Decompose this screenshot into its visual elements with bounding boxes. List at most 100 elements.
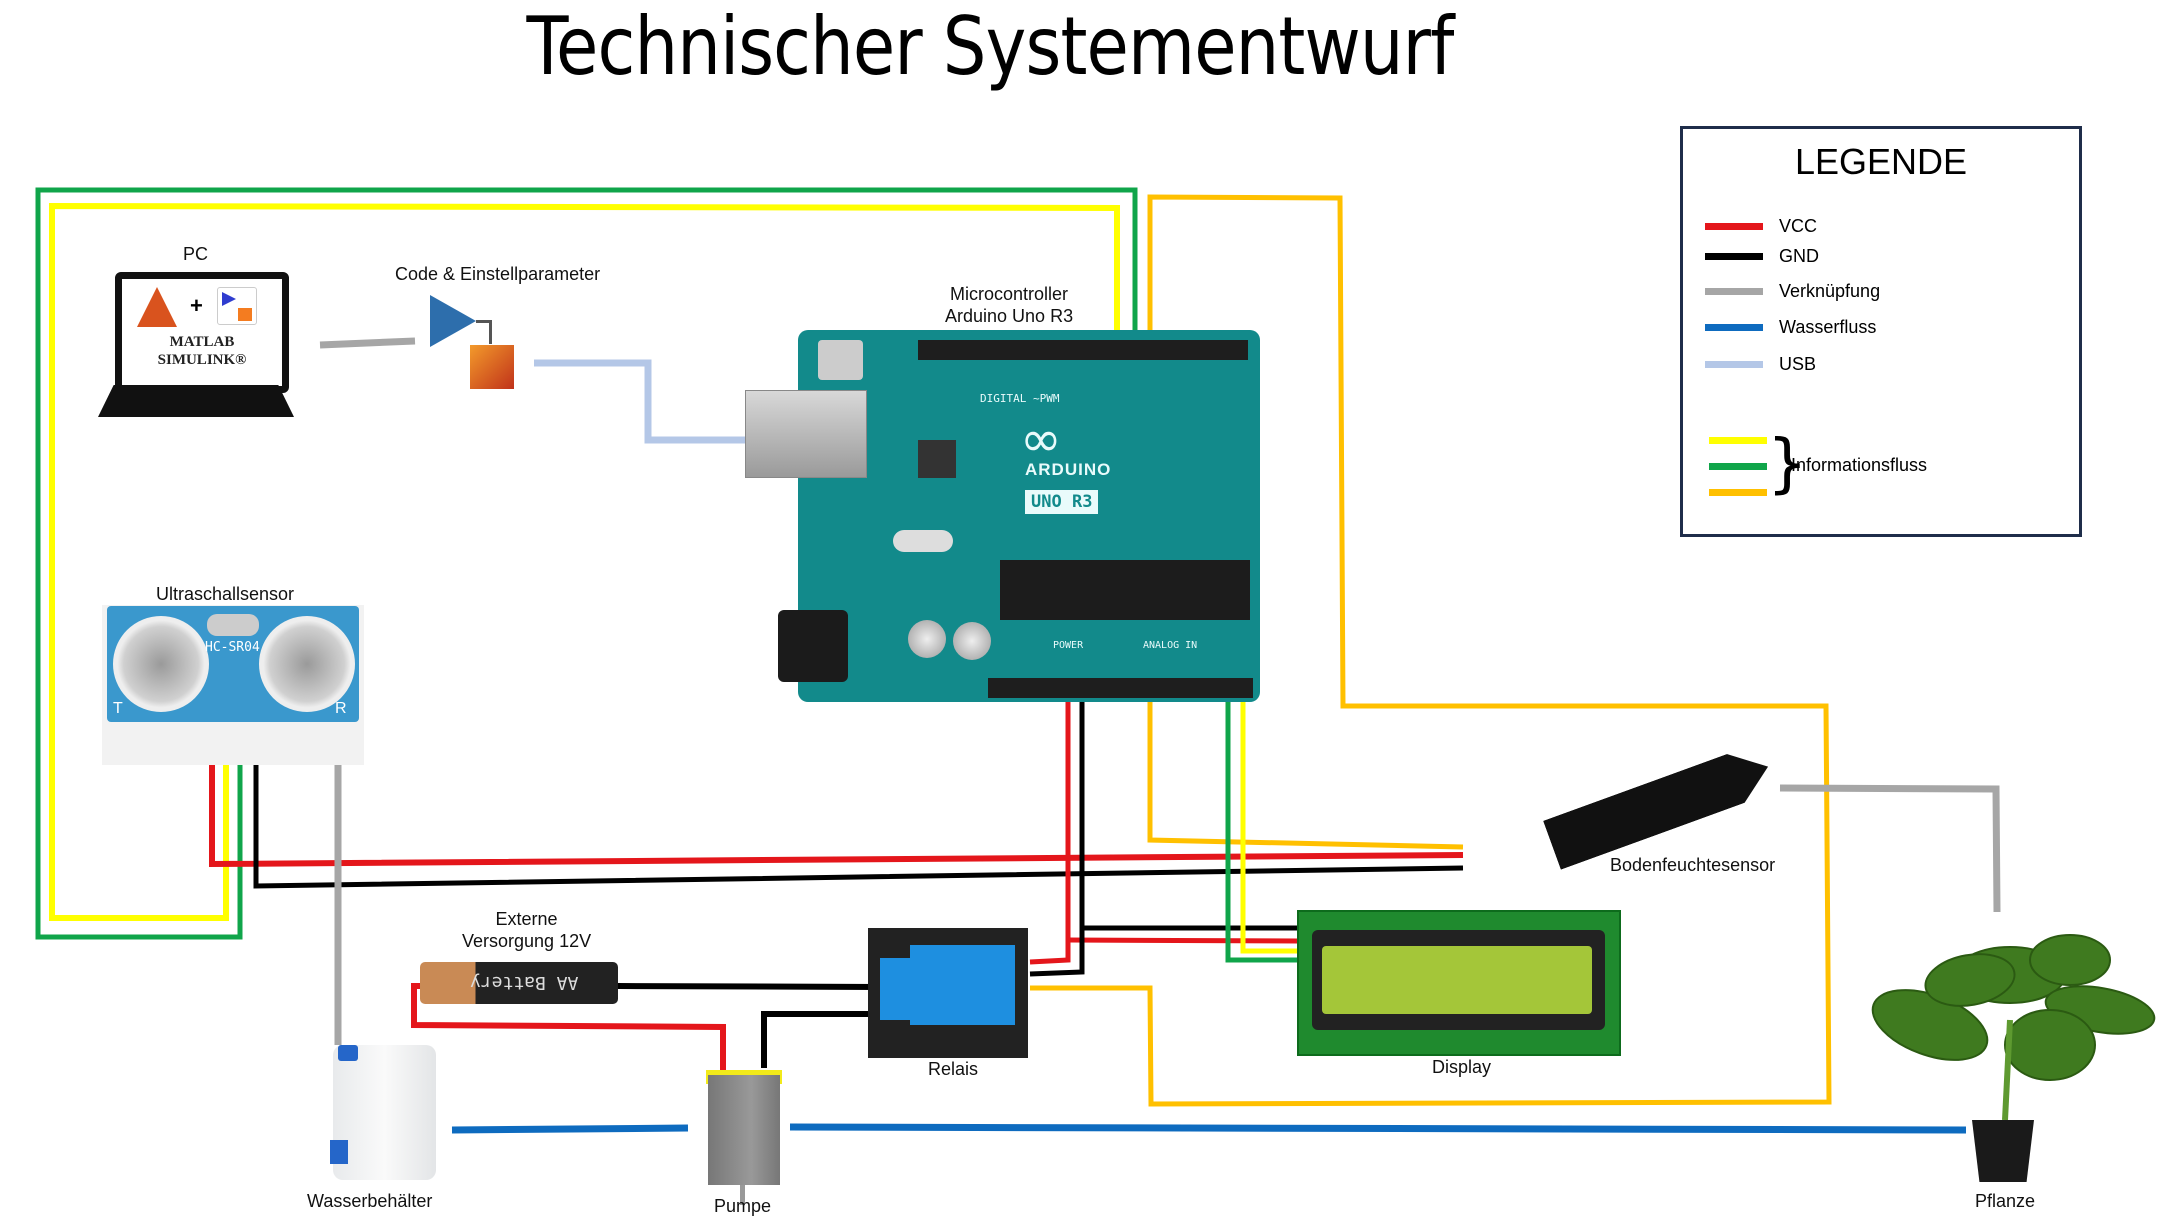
relay-label: Relais [928,1059,979,1079]
laptop-keyboard-icon [98,385,294,417]
crystal-icon [207,614,259,636]
arduino-logo-icon: ∞ [1020,410,1062,468]
legend-item-link: Verknüpfung [1705,276,1880,306]
simulink-logo-icon [217,287,257,325]
legend-label: VCC [1779,215,1818,236]
wire-green-display-scl [1225,687,1298,963]
t-mark: T [113,700,123,717]
legend-swatch [1705,222,1763,230]
arduino-board: DIGITAL ~PWM POWER ANALOG IN [798,330,1260,702]
water-tank [333,1045,436,1180]
pump-shaft [740,1185,745,1205]
wire-gnd-sensor-soil [253,742,1464,889]
power-analog-header [988,678,1253,698]
wire-vcc-battery-pump [411,983,726,1072]
legend-swatch [1705,360,1763,368]
plant-label: Pflanze [1975,1191,2036,1211]
display-label: Display [1432,1057,1492,1077]
matlab-text: MATLAB [169,334,235,350]
link-soil-plant [1779,784,2001,913]
reset-button [818,340,863,380]
simulink-text: SIMULINK® [157,352,247,368]
legend-label: Verknüpfung [1779,280,1881,301]
r-mark: R [335,700,347,717]
diagram-title: Technischer Systementwurf [526,0,1455,93]
legend-item-gnd: GND [1705,241,1819,271]
legend-item-water: Wasserfluss [1705,312,1876,342]
soil-sensor-label: Bodenfeuchtesensor [1610,855,1776,875]
legend-swatch [1705,323,1763,331]
usb-port [745,390,867,478]
legend-item-vcc: VCC [1705,211,1817,241]
legend-label: GND [1779,245,1819,266]
code-label: Code & Einstellparameter [395,264,601,284]
battery-label-line2: Versorgung 12V [462,931,592,951]
plant-pot [1972,1120,2034,1182]
usb-cable [534,359,748,444]
legend-swatch [1705,287,1763,295]
legend: LEGENDE VCC GND Verknüpfung Wasserfluss … [1680,126,2082,537]
legend-item-usb: USB [1705,349,1816,379]
gain-block-icon [430,295,476,347]
brace-icon: } [1767,427,1808,501]
pump-label: Pumpe [714,1196,772,1216]
tank-tap-icon [330,1140,348,1164]
water-tank-pump [451,1124,689,1134]
legend-info-label: Informationsfluss [1791,455,1928,475]
model-text: HC-SR04 [205,640,260,655]
transmitter-icon [113,616,209,712]
legend-swatch [1709,489,1767,496]
receiver-icon [259,616,355,712]
wire-vcc-arduino-display [1067,937,1299,944]
uno-badge: UNO R3 [1025,490,1099,514]
pump [708,1075,780,1185]
matlab-logo-icon [137,287,177,327]
wire-yellow-display-sda [1240,687,1298,954]
plus-sign: + [190,293,203,318]
capacitor-icon [908,620,946,658]
arduino-label: Microcontroller Arduino Uno R3 [945,283,1073,327]
wire-orange-arduino-relay [1030,194,1832,1107]
wire-gnd-arduino-relay [1029,697,1085,977]
crystal-icon [893,530,953,552]
uno-text: UNO [1031,492,1062,512]
tank-cap-icon [338,1045,358,1061]
wire-gnd-relay-pump [761,1011,890,1068]
digital-label: DIGITAL ~PWM [980,392,1060,405]
arduino-label-line2: Arduino Uno R3 [945,306,1074,326]
ultrasonic-sensor: HC-SR04 T R [107,606,359,722]
relay-terminal [880,958,910,1020]
legend-heading: LEGENDE [1794,141,1968,182]
analog-label: ANALOG IN [1143,640,1198,651]
water-pump-plant [789,1123,1967,1134]
digital-header [918,340,1248,360]
power-jack [778,610,848,682]
capacitor-icon [953,622,991,660]
relay-coil [910,945,1015,1025]
legend-label: USB [1779,353,1817,374]
lcd-screen [1322,946,1592,1014]
atmega-chip [1000,560,1250,620]
wire-green-sensor-arduino [35,187,1138,940]
pc-label: PC [183,244,209,264]
usb-chip-icon [918,440,956,478]
power-label: POWER [1053,640,1084,651]
legend-label: Wasserfluss [1779,316,1877,337]
ultrasonic-label: Ultraschallsensor [156,584,295,604]
battery-label: Externe Versorgung 12V [462,908,591,952]
r3-text: R3 [1071,492,1093,512]
subsystem-block-icon [470,345,514,389]
wire-orange-soil-arduino [1147,697,1464,850]
battery [420,962,618,1004]
wire-gnd-battery-relay [617,983,881,990]
battery-label-line1: Externe [495,909,558,929]
wire-vcc-arduino-relay [1029,697,1071,965]
arduino-label-line1: Microcontroller [950,284,1069,304]
legend-info-swatches [1709,437,1767,497]
wire-vcc-sensor-soil [209,742,1464,868]
arduino-brand: ARDUINO [1025,460,1112,479]
tank-label: Wasserbehälter [307,1191,433,1211]
legend-swatch [1705,252,1763,260]
legend-swatch [1709,463,1767,470]
